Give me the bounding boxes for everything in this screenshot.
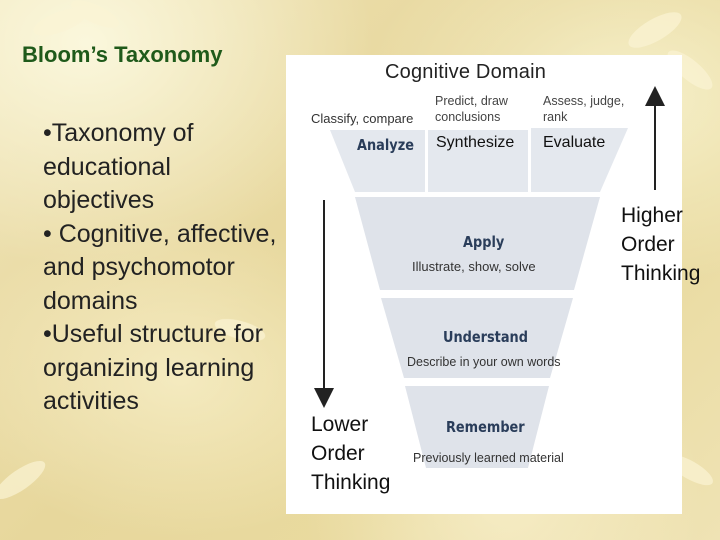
bullet-item: •Useful structure for organizing learnin… xyxy=(43,320,263,415)
diagram-title: Cognitive Domain xyxy=(385,61,547,83)
analyze-description: Classify, compare xyxy=(311,111,414,126)
lower-order-word: Thinking xyxy=(311,471,391,494)
bullet-list: •Taxonomy of educational objectives • Co… xyxy=(43,117,283,419)
analyze-label: Analyze xyxy=(357,136,414,154)
understand-description: Describe in your own words xyxy=(407,355,561,369)
understand-band xyxy=(381,298,573,378)
synthesize-label: Synthesize xyxy=(436,134,515,151)
lower-order-thinking-label: Lower Order Thinking xyxy=(311,410,390,497)
understand-label: Understand xyxy=(443,328,528,346)
lower-order-word: Order xyxy=(311,442,365,465)
analyze-wedge xyxy=(330,130,425,192)
apply-band xyxy=(355,197,600,290)
higher-order-word: Order xyxy=(621,233,675,256)
lower-order-word: Lower xyxy=(311,413,369,436)
slide-title: Bloom’s Taxonomy xyxy=(22,42,223,67)
apply-description: Illustrate, show, solve xyxy=(412,259,536,274)
remember-description: Previously learned material xyxy=(413,451,564,465)
remember-label: Remember xyxy=(446,418,525,436)
remember-band xyxy=(405,386,549,468)
apply-label: Apply xyxy=(463,233,505,251)
synthesize-wedge xyxy=(428,130,528,192)
evaluate-description: Assess, judge, rank xyxy=(543,94,625,124)
bullet-item: •Taxonomy of educational objectives xyxy=(43,119,194,214)
evaluate-label: Evaluate xyxy=(543,134,606,151)
bullet-item: • Cognitive, affective, and psychomotor … xyxy=(43,219,277,315)
higher-order-word: Higher xyxy=(621,204,683,227)
evaluate-wedge xyxy=(531,128,628,192)
synthesize-description: Predict, draw conclusions xyxy=(435,94,508,124)
higher-order-word: Thinking xyxy=(621,262,701,285)
higher-order-thinking-label: Higher Order Thinking xyxy=(621,201,700,288)
